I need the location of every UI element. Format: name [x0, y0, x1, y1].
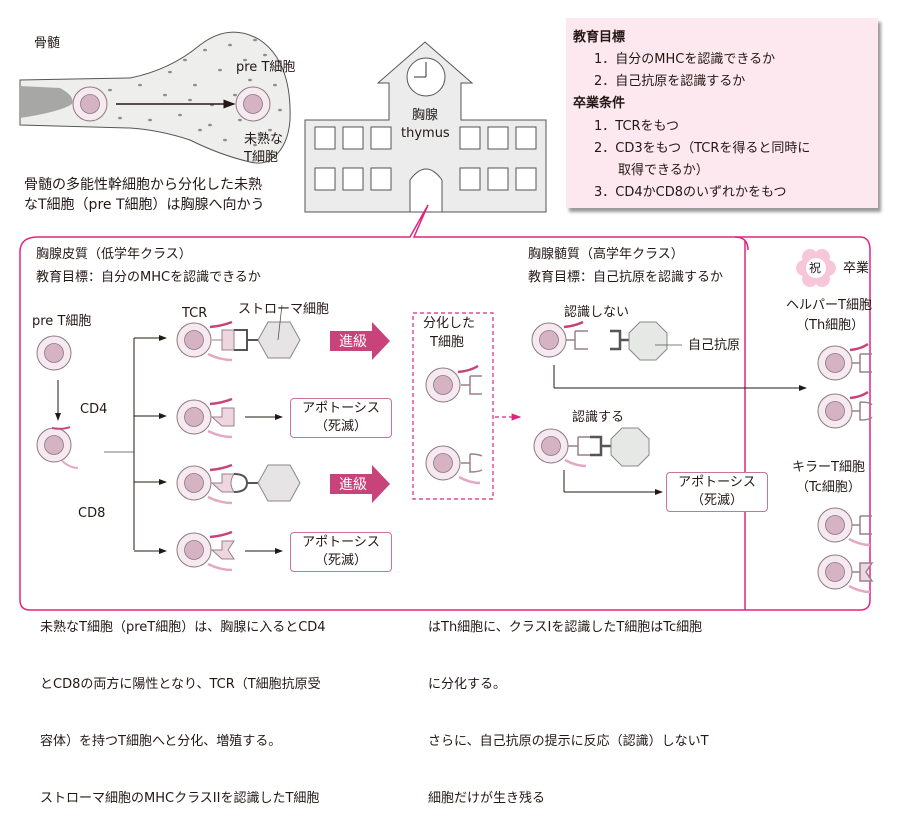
cortex-cells [176, 322, 212, 568]
bottom-text-line: はTh細胞に、クラスIを認識したT細胞はTc細胞 [428, 620, 703, 635]
education-goal-item: 1．自分のMHCを認識できるか [594, 52, 776, 67]
bone-marrow-caption-1: 骨髄の多能性幹細胞から分化した未熟 [24, 177, 262, 193]
apoptosis-line1: アポトーシス [302, 401, 380, 416]
differentiated-label-1: 分化した [423, 316, 476, 331]
graduation-condition-item: 3．CD4かCD8のいずれかをもつ [594, 185, 787, 200]
apoptosis-box: アポトーシス （死滅） [290, 398, 392, 438]
bottom-text-line: ストローマ細胞のMHCクラスIIを認識したT細胞 [40, 791, 320, 806]
pre-t-cell [235, 86, 271, 122]
graduation-condition-item: 2．CD3をもつ（TCRを得ると同時に [594, 141, 811, 156]
cortex-frame [19, 204, 871, 611]
cortex-title: 胸腺皮質（低学年クラス） [36, 247, 192, 262]
promote-arrow [330, 322, 390, 360]
bone-marrow-label: 骨髄 [34, 36, 61, 51]
bottom-text-line: に分化する。 [428, 677, 507, 692]
promote-label: 進級 [339, 334, 367, 350]
graduation-condition-item: 1．TCRをもつ [594, 119, 680, 134]
graduation-label: 卒業 [843, 261, 870, 276]
bottom-text-line: とCD8の両方に陽性となり、TCR（T細胞抗原受 [40, 677, 321, 692]
apoptosis-line1: アポトーシス [678, 475, 756, 490]
bottom-text-line: 容体）を持つT細胞へと分化、増殖する。 [40, 734, 282, 749]
helper-t-label-2: （Th細胞） [796, 318, 865, 333]
bottom-text-left: 未熟なT細胞（preT細胞）は、胸腺に入るとCD4 とCD8の両方に陽性となり、… [40, 580, 326, 827]
cortex-goal: 教育目標：自分のMHCを認識できるか [36, 270, 261, 285]
self-antigen [628, 321, 668, 361]
differentiated-label-2: T細胞 [430, 335, 464, 350]
graduation-conditions-heading: 卒業条件 [573, 96, 626, 111]
killer-t-label-2: （Tc細胞） [796, 480, 861, 495]
helper-t-label-1: ヘルパーT細胞 [786, 298, 872, 313]
promote-label: 進級 [339, 477, 367, 493]
bottom-text-line: さらに、自己抗原の提示に反応（認識）しないT [428, 734, 709, 749]
not-recognize-label: 認識しない [564, 305, 630, 320]
thymus-building [304, 41, 547, 213]
self-antigen-label: 自己抗原 [688, 338, 741, 353]
bone-marrow-caption-2: なT細胞（pre T細胞）は胸腺へ向かう [24, 197, 265, 213]
recognize-label: 認識する [572, 410, 625, 425]
education-goal-item: 2．自己抗原を認識するか [594, 74, 746, 89]
immature-label-1: 未熟な [244, 132, 284, 147]
stroma-cell [257, 464, 301, 502]
stroma-cell-label: ストローマ細胞 [238, 302, 330, 317]
medulla-goal: 教育目標：自己抗原を認識するか [528, 270, 724, 285]
cd4-label: CD4 [80, 402, 108, 417]
bottom-text-line: 細胞だけが生き残る [428, 791, 546, 806]
bottom-text-right: はTh細胞に、クラスIを認識したT細胞はTc細胞 に分化する。 さらに、自己抗原… [428, 580, 709, 827]
thymus-label-jp: 胸腺 [412, 108, 439, 123]
apoptosis-line2: （死滅） [690, 493, 743, 508]
killer-t-label-1: キラーT細胞 [792, 460, 865, 475]
cd8-label: CD8 [78, 506, 106, 521]
thymus-label-en: thymus [401, 126, 450, 141]
bone-illustration [19, 31, 291, 164]
pre-t-cell-label: pre T細胞 [236, 60, 296, 75]
promote-arrow [330, 465, 390, 503]
apoptosis-box: アポトーシス （死滅） [666, 472, 768, 512]
flower-icon [796, 249, 836, 287]
medulla-title: 胸腺髄質（高学年クラス） [528, 247, 684, 262]
tcr-label: TCR [182, 306, 208, 321]
stroma-cell [257, 321, 301, 359]
goals-box: 教育目標 1．自分のMHCを認識できるか 2．自己抗原を認識するか 卒業条件 1… [566, 18, 878, 208]
graduation-condition-item-cont: 取得できるか） [618, 163, 709, 178]
apoptosis-line2: （死滅） [314, 553, 367, 568]
bone-marrow-cell [72, 86, 108, 122]
education-goals-heading: 教育目標 [573, 30, 626, 45]
cortex-pre-t-label: pre T細胞 [32, 314, 92, 329]
apoptosis-line1: アポトーシス [302, 535, 380, 550]
bottom-text-line: 未熟なT細胞（preT細胞）は、胸腺に入るとCD4 [40, 620, 326, 635]
diagram-artwork [19, 31, 874, 611]
immature-label-2: T細胞 [244, 150, 278, 165]
apoptosis-line2: （死滅） [314, 419, 367, 434]
graduation-badge-char: 祝 [809, 261, 822, 275]
apoptosis-box: アポトーシス （死滅） [290, 532, 392, 572]
